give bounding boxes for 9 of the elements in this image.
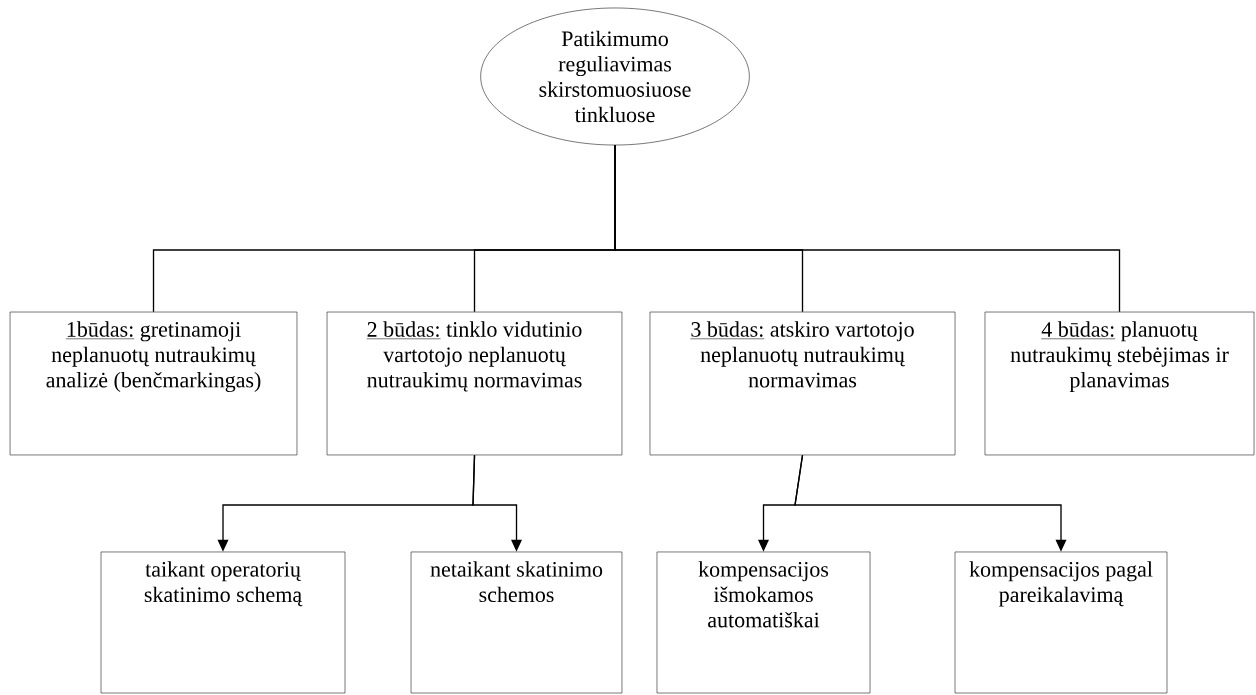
method-box: 3 būdas: atskiro vartotojo neplanuotų nutraukimų normavimas — [649, 311, 956, 456]
option-box: netaikant skatinimo schemos — [410, 551, 623, 694]
method-box: 2 būdas: tinklo vidutinio vartotojo neplanuotų nutraukimų normavimas — [326, 311, 623, 456]
option-box: taikant operatorių skatinimo schemą — [100, 551, 346, 694]
option-box: kompensacijos išmokamos automatiškai — [656, 551, 871, 694]
option-box: kompensacijos pagal pareikalavimą — [954, 551, 1168, 694]
method-box: 1būdas: gretinamoji neplanuotų nutraukimų analizė (benčmarkingas) — [9, 311, 298, 456]
connector-line — [614, 144, 1121, 313]
method-box: 4 būdas: planuotų nutraukimų stebėjimas ir planavimas — [984, 311, 1255, 456]
